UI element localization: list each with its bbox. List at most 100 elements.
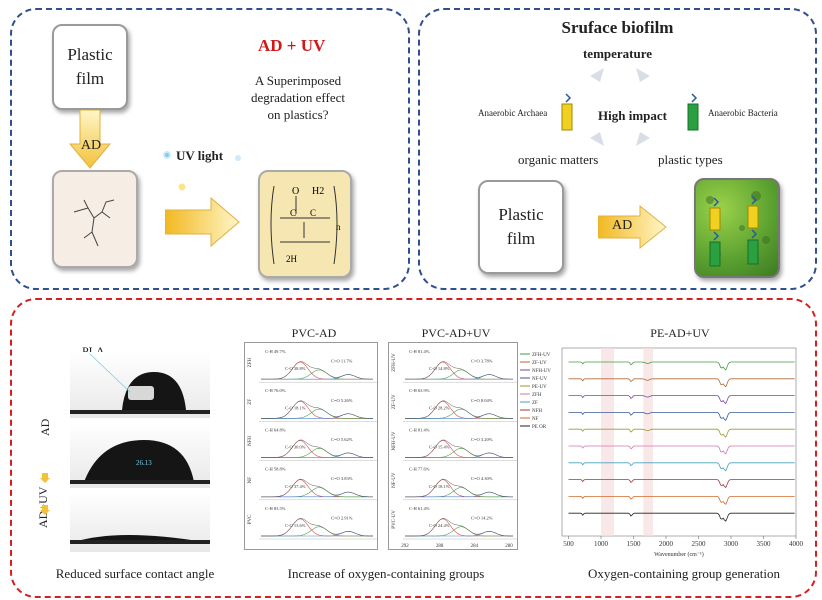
- x-tick-label: 3500: [757, 540, 772, 548]
- panel-ad-uv: [10, 8, 410, 290]
- peak-label-ch: C-H 77.6%: [409, 467, 430, 472]
- struct-o: O: [292, 186, 299, 197]
- pvc-adv-title: PVC-AD+UV: [421, 326, 491, 340]
- envelope-line: [405, 478, 513, 498]
- peak-label-cco: C=O 5.62%: [331, 437, 353, 442]
- pvc-ad-title: PVC-AD: [291, 326, 337, 340]
- biofilm-microbes: [706, 191, 770, 267]
- legend-label: NF-UV: [532, 377, 548, 382]
- spectrum-line: [568, 378, 795, 388]
- highlight-band: [643, 348, 653, 536]
- panel-label: NF: [248, 477, 253, 484]
- factor-bacteria: Anaerobic Bacteria: [708, 108, 778, 118]
- panel-label: NF-UV: [392, 472, 397, 488]
- high-impact-label: High impact: [598, 108, 667, 123]
- bacteria-icon: [686, 92, 700, 137]
- panel-label: PVC: [248, 514, 253, 524]
- caption-contact-angle: Reduced surface contact angle: [55, 566, 215, 581]
- struct-h2: H2: [312, 186, 324, 197]
- x-tick-label: 284: [471, 544, 479, 549]
- ad-uv-title: AD + UV: [258, 36, 326, 55]
- pvc-adv-chart: ZFH-UVC-H 81.4%C-O 14.8%C=O 3.78%ZF-UVC-…: [388, 342, 518, 550]
- legend-label: ZFH: [532, 393, 542, 398]
- spectrum-line: [568, 361, 795, 371]
- x-axis-label: Wavenumber (cm⁻¹): [654, 551, 704, 558]
- down-arrow-small-2: [40, 502, 50, 520]
- panel-results: [10, 298, 817, 598]
- legend-label: NF: [532, 417, 539, 422]
- x-tick-label: 292: [401, 544, 409, 549]
- peak-label-cco: C=O 4.30%: [471, 476, 493, 481]
- factor-plastic-types: plastic types: [658, 152, 723, 167]
- pe-adv-chart: ZFH-UVZF-UVNFH-UVNF-UVPE-UVZFHZFNFHNFPE …: [520, 347, 804, 558]
- caption-oxygen-increase: Increase of oxygen-containing groups: [287, 566, 485, 581]
- peak-label-ch: C-H 81.4%: [409, 427, 430, 432]
- contact-angle-photos: [70, 352, 210, 552]
- envelope-line: [261, 400, 373, 419]
- spectrum-line: [568, 496, 795, 505]
- peak-label-co: C-O 13.6%: [285, 523, 306, 528]
- plastic-film-box-2: Plastic film: [478, 180, 564, 274]
- highlight-band: [601, 348, 614, 536]
- envelope-line: [405, 518, 513, 537]
- x-tick-label: 2500: [692, 540, 707, 548]
- plastic-film-label-2: Plastic film: [498, 205, 544, 248]
- sparkle-icon: [233, 150, 243, 168]
- legend-label: ZF: [532, 401, 538, 406]
- panel-label: PVC-UV: [392, 510, 397, 529]
- ad-label-2: AD: [612, 218, 633, 233]
- panel-surface-biofilm: [418, 8, 817, 290]
- structure-box: O H2 C C n 2H: [258, 170, 352, 278]
- peak-label-cco: C=O 3.20%: [471, 437, 493, 442]
- x-tick-label: 3000: [724, 540, 739, 548]
- peak-label-cco: C=O 3.83%: [331, 476, 353, 481]
- peak-label-co: C-O 18.1%: [285, 405, 306, 410]
- envelope-line: [261, 518, 373, 537]
- envelope-line: [405, 361, 513, 380]
- panel-label: NFH-UV: [392, 431, 397, 450]
- peak-label-co: C-O 14.8%: [429, 366, 450, 371]
- legend-label: ZFH-UV: [532, 353, 551, 358]
- peak-label-ch: C-H 49.7%: [265, 349, 286, 354]
- sun-sparkle-icon: [176, 180, 188, 198]
- ad-arrow-label: AD: [80, 138, 102, 153]
- archaea-icon: [560, 92, 574, 137]
- spectrum-line: [568, 462, 795, 472]
- peak-label-cco: C=O 2.91%: [331, 515, 353, 520]
- panel-label: ZFH: [248, 357, 253, 367]
- peak-label-co: C-O 18.1%: [429, 484, 450, 489]
- envelope-line: [405, 400, 513, 419]
- peak-label-ch: C-H 81.4%: [409, 349, 430, 354]
- envelope-line: [405, 439, 513, 458]
- biofilm-title: Sruface biofilm: [561, 18, 674, 37]
- struct-c1: C: [290, 208, 296, 218]
- question-text: A Superimposed degradation effect on pla…: [251, 73, 345, 122]
- right-arrow-icon: [165, 196, 240, 248]
- panel-label: ZF: [248, 399, 253, 405]
- legend-label: ZF-UV: [532, 361, 547, 366]
- struct-c2: C: [310, 208, 316, 218]
- plastic-film-label: Plastic film: [67, 45, 113, 88]
- peak-label-ch: C-H 76.0%: [265, 388, 286, 393]
- panel-label: ZF-UV: [392, 394, 397, 409]
- factor-archaea: Anaerobic Archaea: [478, 108, 548, 118]
- legend-label: PE-UV: [532, 385, 547, 390]
- spectrum-line: [568, 428, 795, 438]
- spectrum-line: [568, 479, 795, 489]
- peak-label-ch: C-H 58.8%: [265, 467, 286, 472]
- spectrum-line: [568, 512, 795, 522]
- legend-label: NFH: [532, 409, 542, 414]
- peak-label-ch: C-H 83.5%: [265, 506, 286, 511]
- legend-label: NFH-UV: [532, 369, 551, 374]
- x-tick-label: 500: [563, 540, 574, 548]
- x-tick-label: 288: [436, 544, 444, 549]
- degraded-film: [52, 170, 138, 268]
- peak-label-co: C-O 30.0%: [285, 445, 306, 450]
- factor-organic: organic matters: [518, 152, 599, 167]
- x-tick-label: 280: [505, 544, 513, 549]
- factor-temperature: temperature: [582, 46, 653, 61]
- uv-light-label: UV light: [176, 148, 224, 163]
- peak-label-cco: C=O 11.7%: [331, 359, 353, 364]
- down-arrow-icon: [68, 110, 112, 169]
